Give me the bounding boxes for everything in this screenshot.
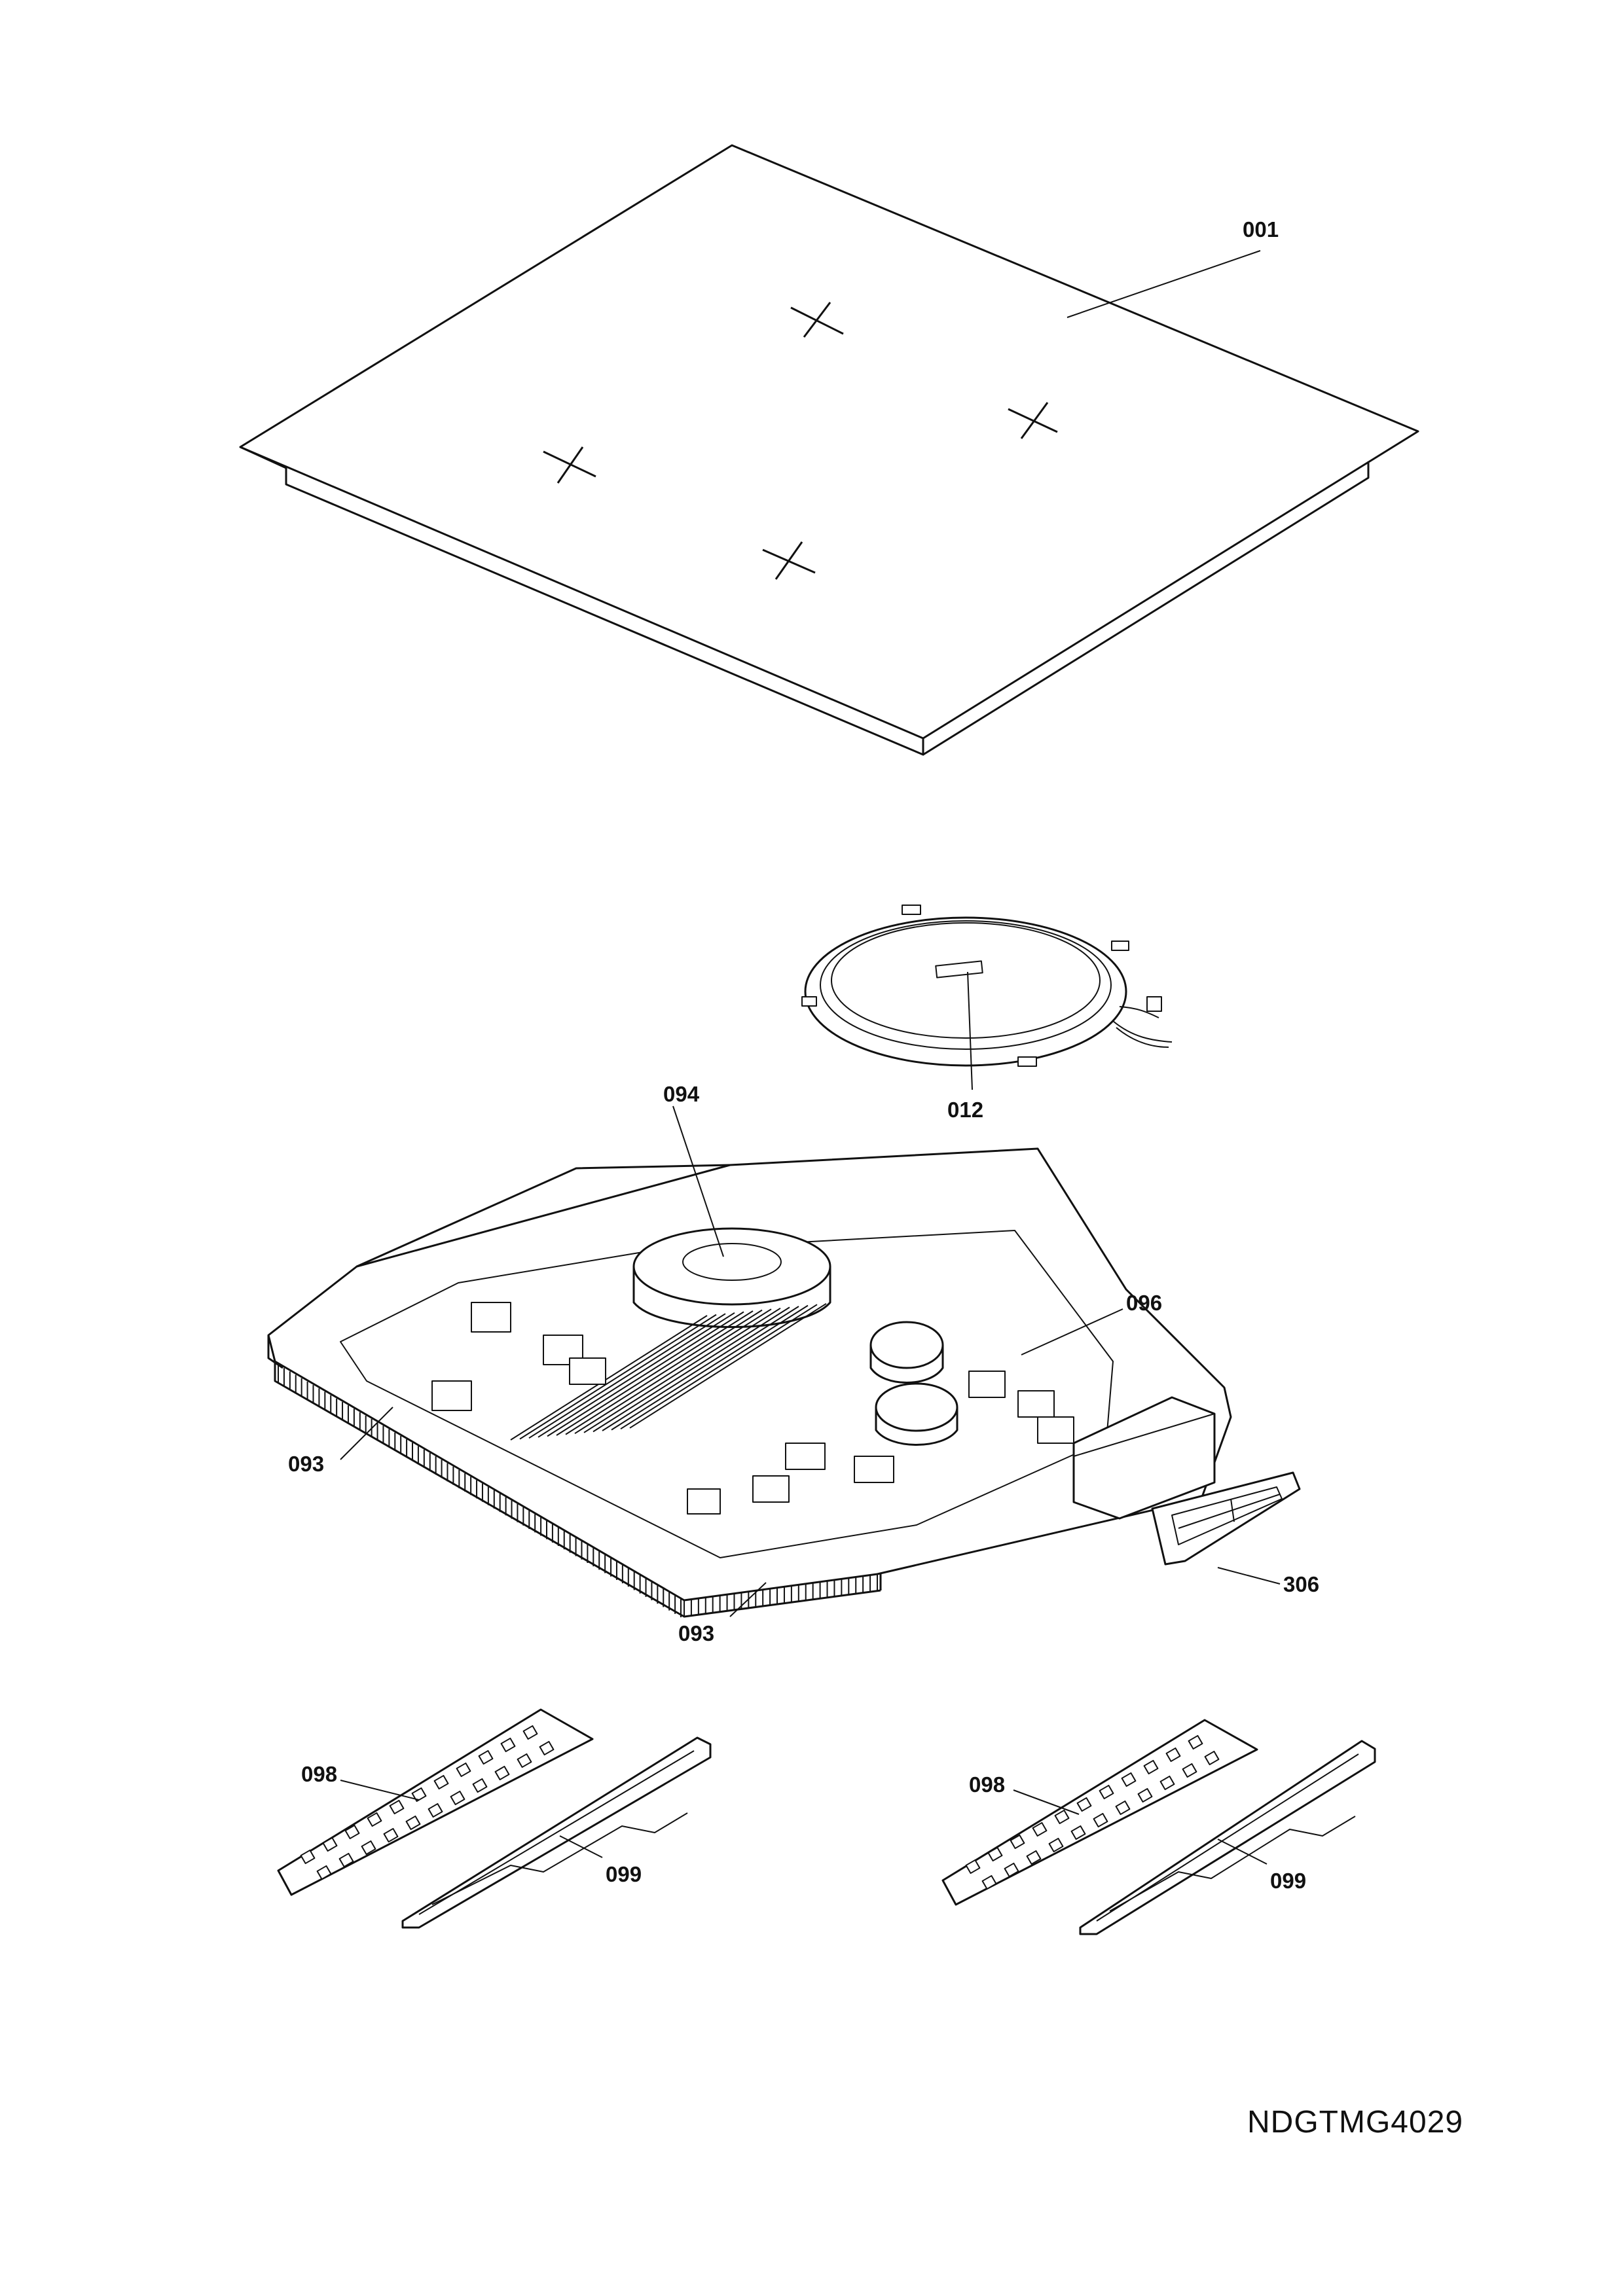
rib-line xyxy=(547,1311,744,1437)
zone-mark-icon xyxy=(1008,402,1058,439)
callout-093-bottom: 093 xyxy=(678,1621,714,1645)
induction-coil xyxy=(801,905,1173,1090)
key-pad-icon xyxy=(1121,1772,1137,1787)
callout-096: 096 xyxy=(1126,1291,1162,1315)
control-board-holder-left xyxy=(401,1736,712,1929)
callout-098-right: 098 xyxy=(969,1772,1005,1797)
rib-line xyxy=(510,1315,708,1441)
key-pad-icon xyxy=(405,1815,421,1831)
rib-line xyxy=(519,1314,717,1440)
key-pad-icon xyxy=(411,1787,427,1803)
callout-094: 094 xyxy=(663,1082,700,1106)
key-pad-icon xyxy=(1159,1775,1175,1791)
rib-line xyxy=(629,1302,827,1429)
key-pad-icon xyxy=(1032,1821,1048,1837)
key-pad-icon xyxy=(472,1778,488,1793)
callout-001: 001 xyxy=(1243,217,1279,242)
key-pad-icon xyxy=(389,1799,405,1815)
key-pad-icon xyxy=(1137,1787,1153,1803)
zone-mark-icon xyxy=(762,541,816,580)
rib-line xyxy=(593,1306,790,1433)
key-pad-icon xyxy=(987,1846,1003,1862)
key-pad-icon xyxy=(500,1737,516,1753)
key-pad-icon xyxy=(344,1824,360,1840)
heat-sink-fins xyxy=(278,1365,878,1617)
key-pad-icon xyxy=(1182,1763,1197,1778)
key-pad-icon xyxy=(965,1859,981,1874)
key-pad-icon xyxy=(361,1840,376,1856)
rib-line xyxy=(556,1310,754,1436)
key-pad-icon xyxy=(1054,1809,1070,1825)
rib-line xyxy=(611,1304,809,1431)
callout-099-right: 099 xyxy=(1270,1869,1306,1893)
heatsink-ribs xyxy=(510,1302,827,1441)
key-pad-icon xyxy=(494,1765,510,1781)
key-pad-icon xyxy=(1099,1784,1114,1800)
key-pad-icon xyxy=(1188,1734,1203,1750)
document-id: NDGTMG4029 xyxy=(1247,2105,1464,2140)
callout-306: 306 xyxy=(1283,1572,1319,1596)
key-pad-icon xyxy=(316,1865,332,1880)
zone-mark-icon xyxy=(790,302,844,338)
key-pad-icon xyxy=(367,1812,382,1827)
key-pad-icon xyxy=(433,1774,449,1790)
key-pad-icon xyxy=(522,1725,538,1740)
key-pad-icon xyxy=(517,1753,532,1768)
key-pad-icon xyxy=(1115,1800,1131,1816)
callout-098-left: 098 xyxy=(301,1762,337,1786)
key-pad-icon xyxy=(1143,1759,1159,1775)
rib-line xyxy=(620,1304,818,1430)
key-pad-icon xyxy=(450,1790,465,1806)
rib-line xyxy=(602,1306,799,1431)
key-pad-icon xyxy=(1204,1750,1220,1766)
key-pad-icon xyxy=(1070,1825,1086,1840)
callout-099-left: 099 xyxy=(606,1862,642,1886)
rib-line xyxy=(528,1313,726,1439)
key-pad-icon xyxy=(478,1749,494,1765)
base-chassis-with-electronics xyxy=(267,1105,1232,1618)
rib-line xyxy=(538,1312,735,1438)
rib-line xyxy=(583,1307,781,1433)
key-pad-icon xyxy=(1165,1747,1181,1763)
key-pad-icon xyxy=(1048,1837,1064,1853)
key-pad-icon xyxy=(1026,1850,1042,1865)
key-pad-icon xyxy=(1093,1812,1108,1828)
key-pad-icon xyxy=(1010,1834,1025,1850)
key-pad-icon xyxy=(539,1740,555,1756)
key-pad-icon xyxy=(1076,1797,1092,1812)
rib-line xyxy=(574,1308,772,1435)
touch-control-board-right xyxy=(941,1719,1258,1906)
key-pad-icon xyxy=(1004,1862,1019,1878)
control-board-holder-right xyxy=(1079,1740,1376,1935)
key-pad-icon xyxy=(338,1852,354,1868)
glass-cooktop-plate xyxy=(239,144,1419,756)
terminal-cover xyxy=(1151,1471,1301,1585)
key-pad-icon xyxy=(322,1837,338,1852)
key-pad-icon xyxy=(383,1827,399,1843)
key-pad-icon xyxy=(456,1762,471,1778)
rib-line xyxy=(565,1309,763,1435)
key-pad-icon xyxy=(981,1874,997,1890)
touch-control-board-left xyxy=(277,1708,594,1896)
key-pad-icon xyxy=(300,1849,316,1865)
zone-mark-icon xyxy=(543,446,596,484)
key-pad-icon xyxy=(428,1803,443,1818)
callout-012: 012 xyxy=(947,1098,983,1122)
callout-093-left: 093 xyxy=(288,1452,324,1476)
